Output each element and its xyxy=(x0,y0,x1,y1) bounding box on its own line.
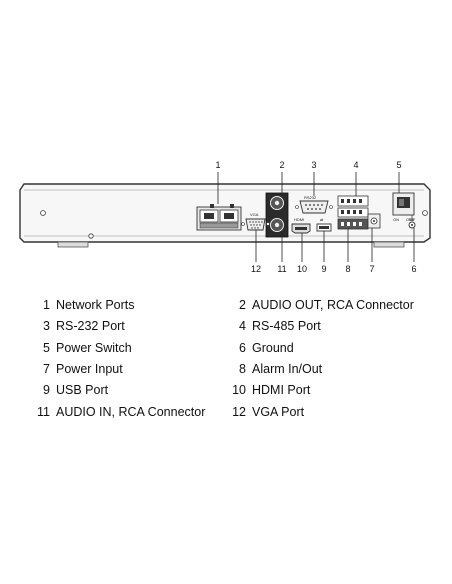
legend-number: 5 xyxy=(43,341,50,355)
legend-item: 11 AUDIO IN, RCA Connector xyxy=(24,404,205,420)
legend-item: 7 Power Input xyxy=(24,361,123,377)
legend-number: 10 xyxy=(232,383,246,397)
legend-number: 6 xyxy=(239,341,246,355)
legend-item: 3 RS-232 Port xyxy=(24,318,125,334)
callout-1: 1 xyxy=(215,160,220,170)
callout-lines xyxy=(217,172,415,262)
legend-item: 4 RS-485 Port xyxy=(224,318,321,334)
legend-label: Ground xyxy=(252,341,294,355)
legend-item: 5 Power Switch xyxy=(24,340,132,356)
switch-off-label: OFF xyxy=(406,217,415,222)
screw-icon xyxy=(422,210,428,216)
switch-on-label: ON xyxy=(393,217,399,222)
foot-right xyxy=(373,241,405,248)
legend-number: 1 xyxy=(43,298,50,312)
callout-numbers: 1 2 3 4 5 12 11 10 9 8 7 6 xyxy=(215,160,416,274)
power-input[interactable] xyxy=(367,213,381,229)
callout-7: 7 xyxy=(369,264,374,274)
legend-number: 9 xyxy=(43,383,50,397)
ground-terminal[interactable] xyxy=(408,215,416,229)
legend-number: 3 xyxy=(43,319,50,333)
hdmi-label: HDMI xyxy=(294,217,304,222)
callout-4: 4 xyxy=(353,160,358,170)
legend-number: 8 xyxy=(239,362,246,376)
legend-number: 7 xyxy=(43,362,50,376)
foot-left xyxy=(57,241,89,248)
usb-icon: ⇌ xyxy=(320,217,324,222)
rs232-port[interactable]: RS232 xyxy=(295,195,333,214)
screw-icon xyxy=(88,233,94,239)
legend-number: 12 xyxy=(232,405,246,419)
network-ports[interactable] xyxy=(196,204,242,231)
legend-number: 2 xyxy=(239,298,246,312)
callout-6: 6 xyxy=(411,264,416,274)
legend-label: VGA Port xyxy=(252,405,305,419)
legend-label: Alarm In/Out xyxy=(252,362,323,376)
legend-label: HDMI Port xyxy=(252,383,311,397)
legend-item: 2 AUDIO OUT, RCA Connector xyxy=(224,297,414,313)
callout-3: 3 xyxy=(311,160,316,170)
legend-number: 11 xyxy=(37,405,50,419)
callout-11: 11 xyxy=(277,264,286,274)
legend-item: 1 Network Ports xyxy=(24,297,135,313)
legend-number: 4 xyxy=(239,319,246,333)
rs232-label: RS232 xyxy=(304,195,317,200)
legend-label: Network Ports xyxy=(56,298,135,312)
rs485-port[interactable] xyxy=(337,195,369,207)
legend-label: RS-485 Port xyxy=(252,319,321,333)
legend-label: Power Switch xyxy=(56,341,132,355)
callout-5: 5 xyxy=(396,160,401,170)
callout-2: 2 xyxy=(279,160,284,170)
legend-item: 9 USB Port xyxy=(24,382,108,398)
legend-label: AUDIO IN, RCA Connector xyxy=(56,405,206,419)
vga-label: VGA xyxy=(250,212,259,217)
callout-10: 10 xyxy=(297,264,307,274)
legend-item: 10 HDMI Port xyxy=(224,382,310,398)
legend-label: AUDIO OUT, RCA Connector xyxy=(252,298,414,312)
callout-9: 9 xyxy=(321,264,326,274)
vga-port[interactable]: VGA xyxy=(241,212,270,231)
power-switch[interactable]: ON OFF xyxy=(392,192,415,222)
legend-item: 12 VGA Port xyxy=(224,404,304,420)
legend-item: 6 Ground xyxy=(224,340,294,356)
callout-8: 8 xyxy=(345,264,350,274)
legend-label: Power Input xyxy=(56,362,123,376)
legend-item: 8 Alarm In/Out xyxy=(224,361,322,377)
legend: 1 Network Ports 2 AUDIO OUT, RCA Connector… xyxy=(0,292,452,432)
hdmi-port[interactable]: HDMI xyxy=(291,217,311,234)
rear-panel-diagram: RS232 HDMI ⇌ xyxy=(19,160,431,274)
legend-label: USB Port xyxy=(56,383,109,397)
rca-audio-block xyxy=(265,192,289,238)
ground-icon xyxy=(409,215,415,221)
callout-12: 12 xyxy=(251,264,261,274)
screw-icon xyxy=(40,210,46,216)
legend-label: RS-232 Port xyxy=(56,319,125,333)
